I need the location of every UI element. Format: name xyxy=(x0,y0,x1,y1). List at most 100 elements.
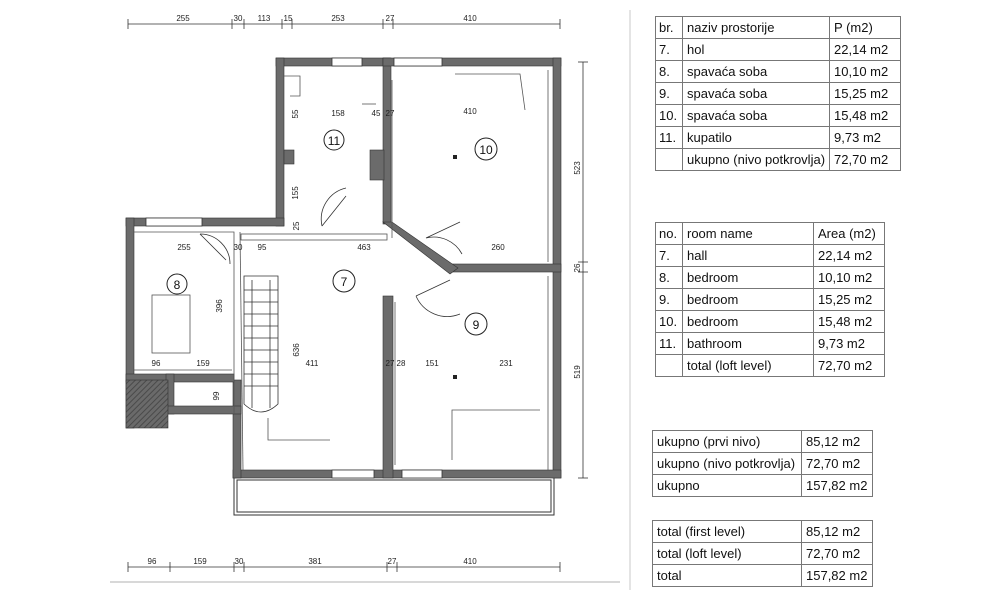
cell-no: 8. xyxy=(655,266,683,289)
cell-name: spavaća soba xyxy=(681,104,831,127)
cell-name: total (loft level) xyxy=(682,354,814,377)
summary-value: 85,12 m2 xyxy=(801,520,873,543)
header-cell-name: room name xyxy=(682,222,814,245)
cell-name: bedroom xyxy=(682,288,814,311)
summary-label: ukupno (prvi nivo) xyxy=(652,430,802,453)
summary-row: ukupno 157,82 m2 xyxy=(652,474,873,497)
room-label-11: 11 xyxy=(328,134,341,148)
dim-top-7: 410 xyxy=(463,14,477,23)
floor-plan: 255 30 113 15 253 27 410 96 159 30 381 2… xyxy=(110,10,631,590)
dim-r8-a: 96 xyxy=(152,359,161,368)
summary-value: 72,70 m2 xyxy=(801,542,873,565)
table-row: 8. bedroom 10,10 m2 xyxy=(655,266,885,289)
dim-r7-d: 411 xyxy=(306,359,319,368)
room-markers xyxy=(166,129,498,336)
table-row: 9. spavaća soba 15,25 m2 xyxy=(655,82,902,105)
cell-area: 9,73 m2 xyxy=(813,332,885,355)
room-label-7: 7 xyxy=(341,275,348,289)
dim-r11-w: 158 xyxy=(331,109,345,118)
dim-top-4: 15 xyxy=(284,14,293,23)
dim-r7-b: 30 xyxy=(234,243,243,252)
dim-r9-d: 231 xyxy=(499,359,513,368)
top-dimension-line xyxy=(127,19,561,29)
dim-r9-a: 27 xyxy=(386,359,395,368)
dim-r7-w: 463 xyxy=(357,243,371,252)
cell-area: 15,25 m2 xyxy=(829,82,902,105)
dim-r11-c: 55 xyxy=(291,109,300,118)
cell-name: spavaća soba xyxy=(681,82,831,105)
dim-r8-b: 159 xyxy=(196,359,210,368)
walls xyxy=(125,57,562,479)
cell-no: 7. xyxy=(655,244,683,267)
bottom-dimension-line xyxy=(110,562,620,583)
cell-no xyxy=(655,354,683,377)
dim-r11-e: 25 xyxy=(292,221,301,230)
dim-r11-b: 27 xyxy=(386,109,395,118)
cell-no: 10. xyxy=(655,104,683,127)
hatched-wall xyxy=(125,379,169,429)
dim-r9-c: 151 xyxy=(425,359,439,368)
staircase xyxy=(243,275,279,413)
dim-r8-h: 396 xyxy=(215,299,224,313)
dim-right-3: 519 xyxy=(573,365,582,379)
dim-bottom-6: 410 xyxy=(463,557,477,566)
dim-bottom-2: 159 xyxy=(193,557,207,566)
summary-label: ukupno (nivo potkrovlja) xyxy=(652,452,802,475)
summary-row: total (loft level) 72,70 m2 xyxy=(652,542,873,565)
cell-area: 15,48 m2 xyxy=(829,104,902,127)
cell-area: 72,70 m2 xyxy=(813,354,885,377)
summary-row: ukupno (prvi nivo) 85,12 m2 xyxy=(652,430,873,453)
summary-value: 85,12 m2 xyxy=(801,430,873,453)
room-table-english: no. room name Area (m2) 7. hall 22,14 m2… xyxy=(655,222,885,377)
table-total-row: ukupno (nivo potkrovlja) 72,70 m2 xyxy=(655,148,902,171)
table-row: 8. spavaća soba 10,10 m2 xyxy=(655,60,902,83)
summary-table-english: total (first level) 85,12 m2 total (loft… xyxy=(652,520,873,587)
table-header-row: br. naziv prostorije P (m2) xyxy=(655,16,902,39)
dim-top-6: 27 xyxy=(386,14,395,23)
cell-no: 11. xyxy=(655,126,683,149)
windows xyxy=(145,57,443,479)
dim-right-1: 523 xyxy=(573,161,582,175)
summary-label: total (first level) xyxy=(652,520,802,543)
table-row: 11. bathroom 9,73 m2 xyxy=(655,332,885,355)
table-row: 7. hall 22,14 m2 xyxy=(655,244,885,267)
cell-name: hall xyxy=(682,244,814,267)
cell-no: 8. xyxy=(655,60,683,83)
table-row: 9. bedroom 15,25 m2 xyxy=(655,288,885,311)
header-cell-area: P (m2) xyxy=(829,16,902,39)
cell-no: 11. xyxy=(655,332,683,355)
table-row: 10. spavaća soba 15,48 m2 xyxy=(655,104,902,127)
dim-r7-c: 95 xyxy=(258,243,267,252)
cell-area: 72,70 m2 xyxy=(829,148,902,171)
doors xyxy=(199,187,463,317)
cell-name: ukupno (nivo potkrovlja) xyxy=(681,148,831,171)
table-row: 7. hol 22,14 m2 xyxy=(655,38,902,61)
dim-r9-top: 260 xyxy=(491,243,505,252)
balcony-railing xyxy=(233,476,555,516)
table-total-row: total (loft level) 72,70 m2 xyxy=(655,354,885,377)
dim-right-2: 26 xyxy=(573,263,582,272)
cell-name: hol xyxy=(681,38,831,61)
cell-no: 10. xyxy=(655,310,683,333)
cell-name: bedroom xyxy=(682,310,814,333)
right-dimension-line xyxy=(578,10,631,590)
dim-r11-a: 45 xyxy=(372,109,381,118)
dim-top-3: 113 xyxy=(258,14,271,23)
cell-area: 15,48 m2 xyxy=(813,310,885,333)
summary-table-local: ukupno (prvi nivo) 85,12 m2 ukupno (nivo… xyxy=(652,430,873,497)
dim-bottom-5: 27 xyxy=(388,557,397,566)
cell-name: spavaća soba xyxy=(681,60,831,83)
dim-top-2: 30 xyxy=(234,14,243,23)
cell-name: bedroom xyxy=(682,266,814,289)
cell-name: bathroom xyxy=(682,332,814,355)
dim-r7-h: 636 xyxy=(292,343,301,357)
summary-row: total 157,82 m2 xyxy=(652,564,873,587)
cell-area: 10,10 m2 xyxy=(829,60,902,83)
summary-value: 72,70 m2 xyxy=(801,452,873,475)
dim-r11-d: 155 xyxy=(291,186,300,200)
room-label-10: 10 xyxy=(479,143,493,157)
dim-bottom-3: 30 xyxy=(235,557,244,566)
dim-bottom-1: 96 xyxy=(148,557,157,566)
diagonal-wall xyxy=(382,221,459,275)
cell-area: 15,25 m2 xyxy=(813,288,885,311)
